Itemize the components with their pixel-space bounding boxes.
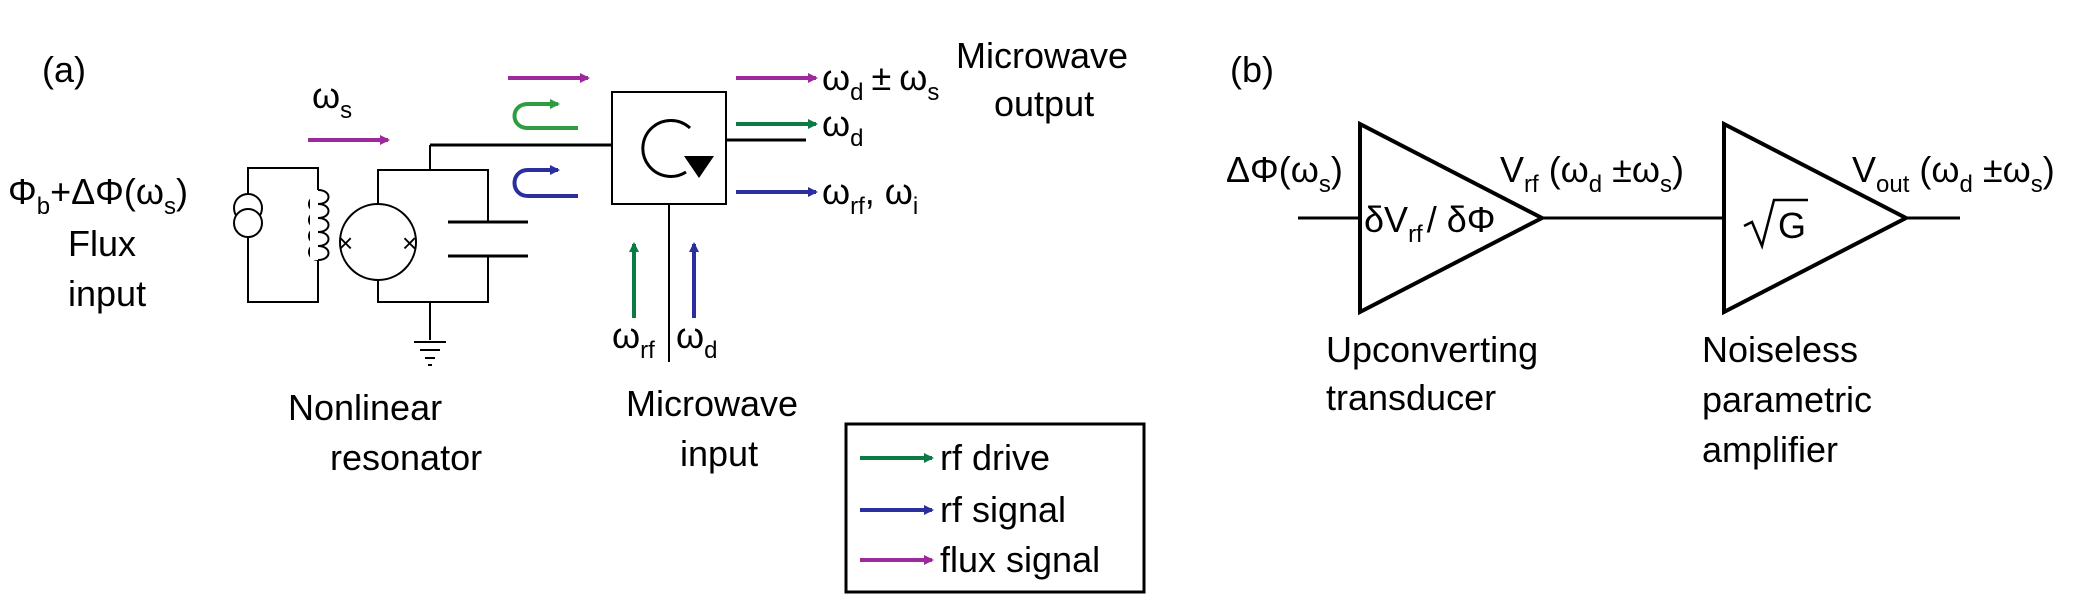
svg-text:G: G — [1778, 205, 1806, 246]
rf-signal-reflect-arrow — [512, 165, 578, 198]
josephson-junction-right-icon: × — [402, 228, 417, 258]
vrf-label: Vrf (ωd ±ωs) — [1500, 149, 1684, 198]
resonator-label-line2: resonator — [330, 437, 482, 478]
input-drive-label: ωd — [676, 315, 717, 364]
microwave-output-line1: Microwave — [956, 35, 1128, 76]
legend-rf-drive-label: rf drive — [940, 437, 1050, 478]
vout-label: Vout (ωd ±ωs) — [1852, 149, 2055, 198]
flux-bias-source — [233, 167, 330, 303]
panel-b-tag: (b) — [1230, 49, 1274, 90]
sqrt-gain-label: G — [1743, 198, 1808, 250]
panel-a-tag: (a) — [42, 49, 86, 90]
flux-bias-label: Φb+ΔΦ(ωs) — [8, 171, 188, 220]
circulator-direction-icon — [641, 118, 692, 178]
legend: rf drive rf signal flux signal — [844, 422, 1146, 594]
amplifier-label-line1: Noiseless — [1702, 329, 1858, 370]
amplifier-label-line3: amplifier — [1702, 429, 1838, 470]
panel-a: (a) ωs Φb+ΔΦ(ωs) Flux input × × — [8, 35, 1146, 594]
square-root-icon — [1743, 198, 1808, 250]
transducer-triangle — [1358, 120, 1547, 316]
amplifier-label-line2: parametric — [1702, 379, 1872, 420]
rf-drive-reflect-arrow — [512, 99, 578, 130]
amplifier-triangle — [1722, 120, 1911, 316]
transducer-label-line1: Upconverting — [1326, 329, 1538, 370]
output-drive-label: ωd — [822, 103, 863, 152]
ground-icon — [414, 341, 446, 366]
microwave-input-line1: Microwave — [626, 383, 798, 424]
microwave-input-line2: input — [680, 433, 758, 474]
input-flux-label: ΔΦ(ωs) — [1226, 149, 1343, 198]
legend-rf-signal-label: rf signal — [940, 489, 1066, 530]
josephson-junction-left-icon: × — [338, 228, 353, 258]
legend-flux-signal-label: flux signal — [940, 539, 1100, 580]
nonlinear-resonator-circuit: × × — [338, 143, 612, 366]
resonator-label-line1: Nonlinear — [288, 387, 442, 428]
flux-input-line3: input — [68, 273, 146, 314]
panel-b: (b) ΔΦ(ωs) δVrf/ δΦ Vrf (ωd ±ωs) G Vout … — [1226, 49, 2055, 470]
circulator-box — [611, 91, 727, 205]
microwave-output-line2: output — [994, 83, 1094, 124]
transducer-gain-label: δVrf/ δΦ — [1364, 199, 1496, 248]
output-sideband-label: ωd±ωs — [822, 57, 939, 106]
circulator — [611, 91, 806, 362]
omega-s-label: ωs — [312, 75, 352, 124]
input-rf-label: ωrf — [612, 315, 655, 364]
transducer-label-line2: transducer — [1326, 377, 1496, 418]
flux-input-line2: Flux — [68, 223, 136, 264]
output-signal-idler-label: ωrf,ωi — [822, 171, 918, 220]
